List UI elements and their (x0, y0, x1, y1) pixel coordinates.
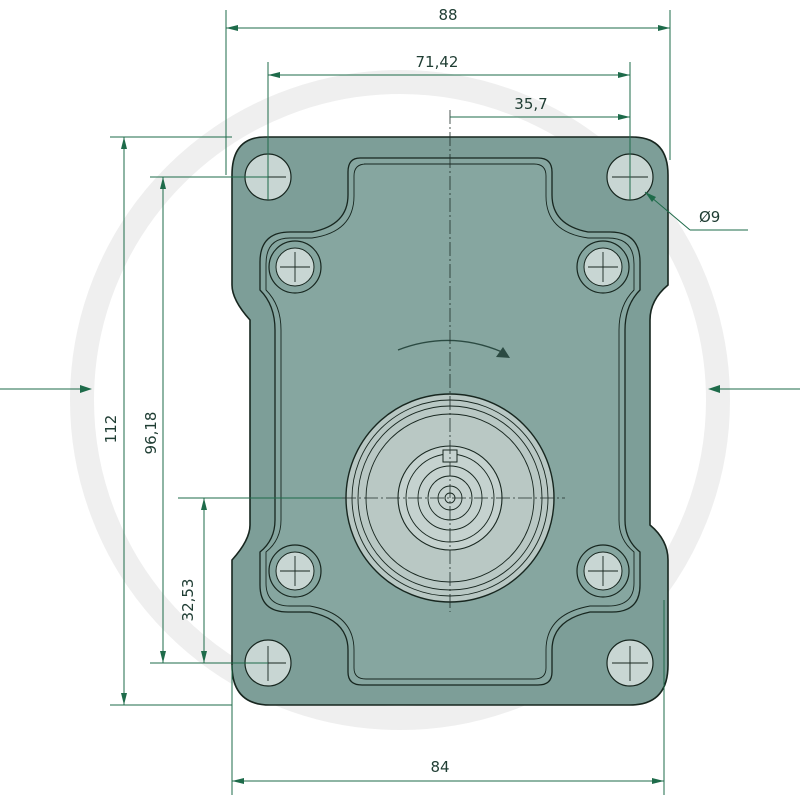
flange-contour-inner (265, 163, 635, 680)
center-lines (178, 110, 565, 612)
dim-label-35-7: 35,7 (514, 95, 547, 113)
extension-lines (0, 10, 800, 795)
dim-96-18-line (160, 177, 166, 663)
dim-label-71-42: 71,42 (416, 53, 459, 71)
dim-label-hole-diameter: Ø9 (699, 208, 720, 226)
section-arrows (80, 385, 720, 393)
inner-bolt-top-left (268, 240, 322, 294)
inner-bolt-bottom-left (268, 544, 322, 598)
dim-label-112: 112 (102, 415, 120, 444)
inner-bolt-top-right (576, 240, 630, 294)
dim-32-53-line (201, 498, 207, 663)
dim-label-96-18: 96,18 (142, 412, 160, 455)
outer-hole-bottom-right (606, 639, 654, 687)
dim-hole-leader (644, 191, 748, 231)
dim-label-88: 88 (438, 6, 457, 24)
dim-label-84: 84 (430, 758, 449, 776)
dim-84-line (232, 778, 664, 784)
inner-bolt-bottom-right (576, 544, 630, 598)
dim-71-42-line (268, 72, 630, 78)
dim-35-7-line (450, 114, 630, 120)
dim-label-32-53: 32,53 (179, 579, 197, 622)
dim-88-line (226, 25, 670, 31)
dim-112-line (121, 137, 127, 705)
